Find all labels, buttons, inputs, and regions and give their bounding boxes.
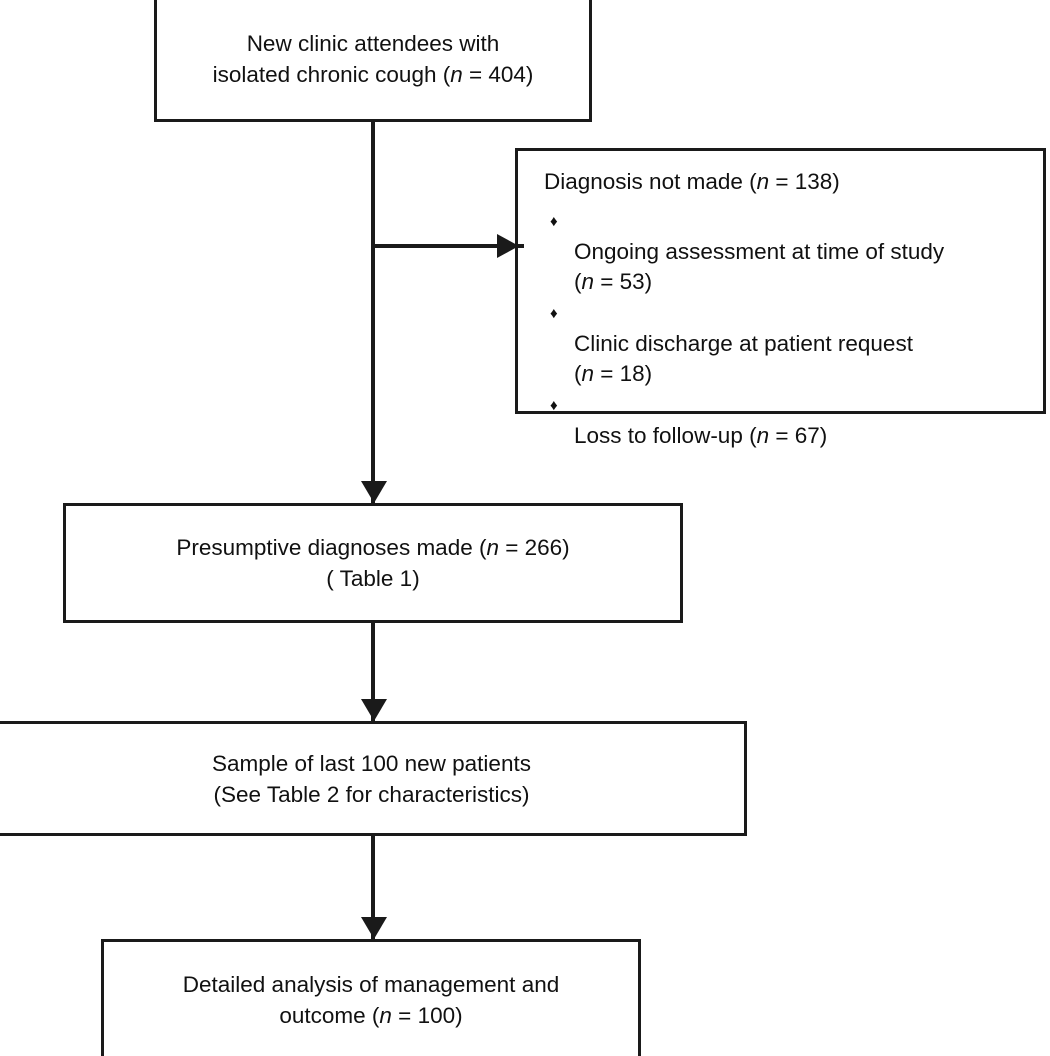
reason-2-text: Clinic discharge at patient request [574, 331, 913, 356]
arrow-right-icon-to-no-diagnosis [497, 234, 519, 258]
sample-line2: (See Table 2 for characteristics) [213, 781, 530, 807]
node-presumptive-diagnoses-text: Presumptive diagnoses made (n = 266) ( Ta… [168, 532, 577, 594]
no-diagnosis-heading: Diagnosis not made (n = 138) [544, 167, 1027, 197]
no-diagnosis-reason-list: ♦Ongoing assessment at time of study(n =… [536, 207, 1027, 451]
sample-line1: Sample of last 100 new patients [212, 750, 531, 776]
analysis-n-symbol: n [379, 1002, 392, 1028]
reason-3-n-symbol: n [756, 423, 770, 448]
node-new-clinic-attendees-text: New clinic attendees with isolated chroni… [205, 28, 542, 90]
presumptive-n-symbol: n [486, 535, 499, 560]
diamond-bullet-icon: ♦ [550, 305, 558, 322]
node-sample-last-100: Sample of last 100 new patients (See Tabl… [0, 721, 747, 836]
no-diagnosis-heading-suffix: = 138) [769, 169, 840, 194]
reason-2-count-suffix: = 18) [594, 361, 653, 386]
node-presumptive-diagnoses: Presumptive diagnoses made (n = 266) ( Ta… [63, 503, 683, 623]
presumptive-table-ref: ( Table 1) [326, 566, 420, 591]
arrow-down-icon-to-analysis [361, 917, 387, 939]
node-new-clinic-attendees: New clinic attendees with isolated chroni… [154, 0, 592, 122]
reason-1-count-suffix: = 53) [594, 269, 653, 294]
node-detailed-analysis: Detailed analysis of management and outco… [101, 939, 641, 1056]
node-detailed-analysis-text: Detailed analysis of management and outco… [175, 969, 567, 1031]
presumptive-line1-prefix: Presumptive diagnoses made ( [176, 535, 487, 560]
diamond-bullet-icon: ♦ [550, 213, 558, 230]
analysis-line2-suffix: = 100) [391, 1002, 463, 1028]
diamond-bullet-icon: ♦ [550, 397, 558, 414]
reason-3-count-suffix: = 67) [769, 423, 828, 448]
arrow-down-icon-to-presumptive [361, 481, 387, 503]
list-item: ♦ Clinic discharge at patient request (n =… [536, 299, 1027, 389]
node-sample-last-100-text: Sample of last 100 new patients (See Tabl… [204, 748, 539, 810]
reason-2-count-prefix: ( [574, 361, 582, 386]
list-item: ♦ Ongoing assessment at time of study (n =… [536, 207, 1027, 297]
attendees-line1: New clinic attendees with [246, 31, 500, 56]
connector-attendees-to-no-diagnosis-line [371, 244, 524, 248]
reason-1-n-symbol: n [581, 269, 595, 294]
analysis-line1: Detailed analysis of management and [182, 971, 560, 997]
attendees-line2-prefix: isolated chronic cough ( [212, 62, 451, 87]
attendees-line2-suffix: = 404) [462, 62, 534, 87]
reason-2-n-symbol: n [581, 361, 595, 386]
connector-sample-to-analysis-line [371, 836, 375, 939]
list-item: ♦ Loss to follow-up (n = 67) [536, 391, 1027, 451]
reason-1-text: Ongoing assessment at time of study [574, 239, 945, 264]
reason-1-count-prefix: ( [574, 269, 582, 294]
no-diagnosis-heading-prefix: Diagnosis not made ( [544, 169, 757, 194]
node-diagnosis-not-made: Diagnosis not made (n = 138) ♦Ongoing as… [515, 148, 1046, 448]
presumptive-line1-suffix: = 266) [498, 535, 570, 560]
connector-presumptive-to-sample-line [371, 623, 375, 721]
analysis-line2-prefix: outcome ( [279, 1002, 380, 1028]
no-diagnosis-n-symbol: n [756, 169, 770, 194]
connector-attendees-to-presumptive-line [371, 122, 375, 503]
reason-3-text: Loss to follow-up ( [574, 423, 757, 448]
attendees-n-symbol: n [450, 62, 463, 87]
arrow-down-icon-to-sample [361, 699, 387, 721]
